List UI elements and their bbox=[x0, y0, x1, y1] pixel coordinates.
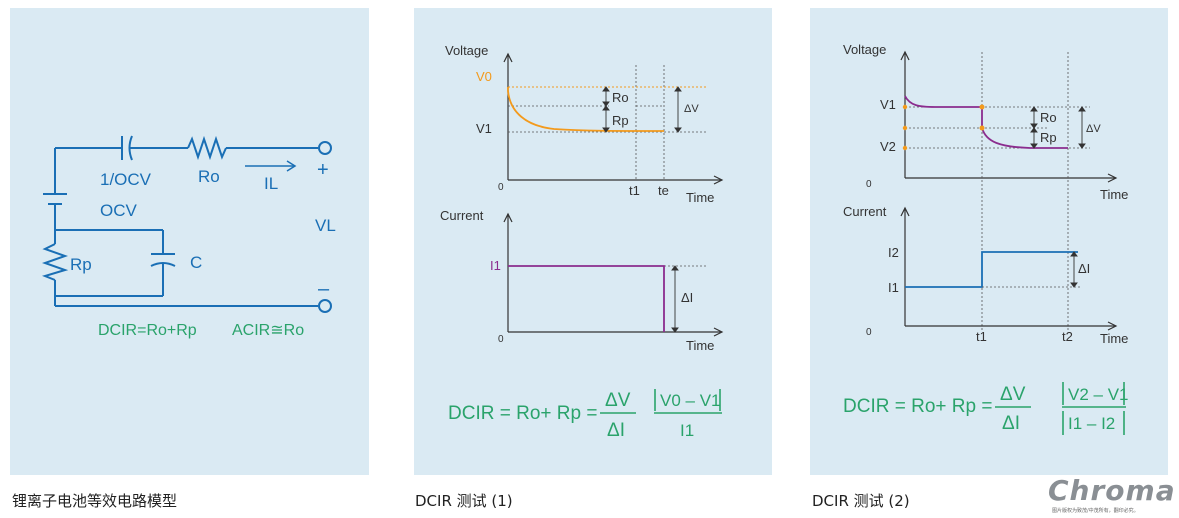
caption-circuit: 锂离子电池等效电路模型 bbox=[12, 492, 178, 510]
formula-den1-2: ΔI bbox=[1002, 413, 1020, 434]
current-xlabel-2: Time bbox=[1100, 331, 1128, 346]
logo-tagline: 图片版权为致茂/中茂所有，翻印必究。 bbox=[1052, 508, 1139, 514]
formula-lhs-2: DCIR = Ro+ Rp = bbox=[843, 396, 992, 417]
formula-num2-1: V0 – V1 bbox=[660, 391, 721, 410]
current-step-1 bbox=[508, 265, 665, 332]
ro-label-1: Ro bbox=[612, 90, 629, 105]
voltage-xlabel-1: Time bbox=[686, 190, 714, 205]
formula-lhs-1: DCIR = Ro+ Rp = bbox=[448, 403, 597, 424]
te-label: te bbox=[658, 183, 669, 198]
voltage-ylabel-2: Voltage bbox=[843, 42, 886, 57]
t2-label-2: t2 bbox=[1062, 329, 1073, 344]
voltage-ylabel-1: Voltage bbox=[445, 43, 488, 58]
dcir-test-2-panel: Voltage Time 0 V1 V2 Ro Rp ΔV Current T bbox=[810, 8, 1168, 475]
dcir-formula: DCIR=Ro+Rp bbox=[98, 322, 197, 339]
formula-den2-1: I1 bbox=[680, 421, 694, 440]
rp-label: Rp bbox=[70, 255, 92, 274]
formula-num1-2: ΔV bbox=[1000, 384, 1026, 405]
logo-wordmark: Chroma bbox=[1048, 474, 1176, 507]
chroma-logo: Chroma 图片版权为致茂/中茂所有，翻印必究。 bbox=[1048, 476, 1175, 518]
v1-label-1: V1 bbox=[476, 121, 492, 136]
dcir-test-2-charts: Voltage Time 0 V1 V2 Ro Rp ΔV Current T bbox=[843, 42, 1129, 435]
di-label-1: ΔI bbox=[681, 290, 693, 305]
current-origin-2: 0 bbox=[866, 327, 872, 338]
rp-label-2: Rp bbox=[1040, 130, 1057, 145]
i1-label-2: I1 bbox=[888, 280, 899, 295]
equivalent-circuit-diagram: 1/OCV Ro IL + – OCV Rp C VL DCIR=Ro+Rp A… bbox=[41, 135, 336, 339]
dv-label-2: ΔV bbox=[1086, 123, 1101, 135]
voltage-curve-1 bbox=[507, 87, 665, 132]
capacitor-ocv-label: 1/OCV bbox=[100, 170, 152, 189]
current-ylabel-1: Current bbox=[440, 208, 484, 223]
current-ylabel-2: Current bbox=[843, 204, 887, 219]
formula-den1-1: ΔI bbox=[607, 420, 625, 441]
circuit-panel: 1/OCV Ro IL + – OCV Rp C VL DCIR=Ro+Rp A… bbox=[10, 8, 369, 475]
acir-formula: ACIR≅Ro bbox=[232, 322, 304, 339]
ro-label: Ro bbox=[198, 167, 220, 186]
i2-label-2: I2 bbox=[888, 245, 899, 260]
voltage-xlabel-2: Time bbox=[1100, 187, 1128, 202]
v1-label-2: V1 bbox=[880, 97, 896, 112]
current-xlabel-1: Time bbox=[686, 338, 714, 353]
dcir-test-1-panel: Voltage Time 0 V0 V1 t1 te Ro Rp ΔV bbox=[414, 8, 772, 475]
ro-label-2: Ro bbox=[1040, 110, 1057, 125]
t1-label-2: t1 bbox=[976, 329, 987, 344]
di-label-2: ΔI bbox=[1078, 261, 1090, 276]
formula-den2-2: I1 – I2 bbox=[1068, 414, 1115, 433]
minus-terminal-label: – bbox=[318, 278, 330, 300]
v2-label-2: V2 bbox=[880, 139, 896, 154]
current-step-2 bbox=[905, 251, 1078, 288]
current-origin-1: 0 bbox=[498, 334, 504, 345]
plus-terminal-label: + bbox=[317, 159, 329, 181]
voltage-origin-1: 0 bbox=[498, 182, 504, 193]
voltage-origin-2: 0 bbox=[866, 179, 872, 190]
t1-label-1: t1 bbox=[629, 183, 640, 198]
formula-num1-1: ΔV bbox=[605, 390, 631, 411]
caption-dcir-2: DCIR 测试 (2) bbox=[812, 492, 910, 510]
dcir-test-1-charts: Voltage Time 0 V0 V1 t1 te Ro Rp ΔV bbox=[440, 43, 724, 441]
c-label: C bbox=[190, 253, 202, 272]
current-il-label: IL bbox=[264, 174, 278, 193]
ocv-label: OCV bbox=[100, 201, 138, 220]
vl-label: VL bbox=[315, 216, 336, 235]
formula-num2-2: V2 – V1 bbox=[1068, 385, 1129, 404]
v0-label: V0 bbox=[476, 69, 492, 84]
caption-dcir-1: DCIR 测试 (1) bbox=[415, 492, 513, 510]
dv-label-1: ΔV bbox=[684, 103, 699, 115]
voltage-curve-2 bbox=[904, 95, 1068, 149]
i1-label-1: I1 bbox=[490, 258, 501, 273]
rp-label-1: Rp bbox=[612, 113, 629, 128]
